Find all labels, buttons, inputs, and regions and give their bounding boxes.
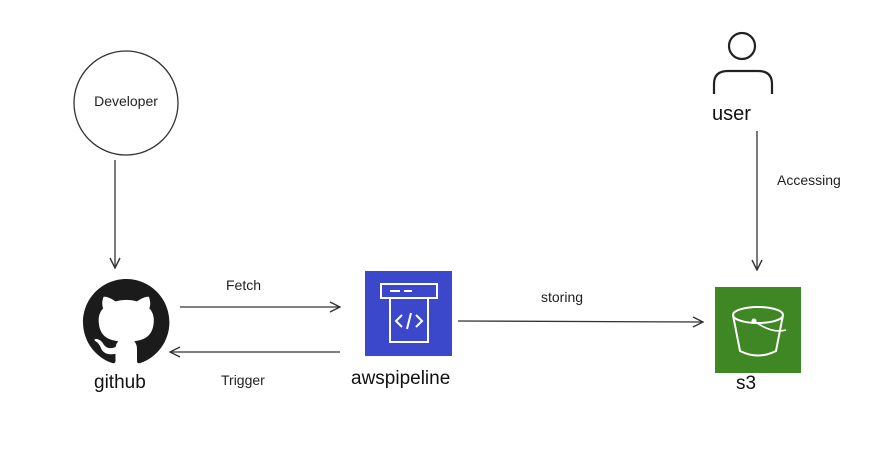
edge-storing xyxy=(457,321,703,322)
edge-label-accessing: Accessing xyxy=(777,172,841,188)
edge-label-storing: storing xyxy=(541,289,584,305)
user-icon xyxy=(712,31,774,94)
user-label: user xyxy=(712,103,751,125)
developer-node xyxy=(73,50,179,156)
edge-label-trigger: Trigger xyxy=(221,372,265,388)
aws-codepipeline-icon xyxy=(365,271,452,356)
s3-label: s3 xyxy=(736,373,757,394)
github-icon xyxy=(83,279,170,364)
awspipeline-label: awspipeline xyxy=(351,368,451,389)
edge-label-fetch: Fetch xyxy=(226,277,262,293)
github-label: github xyxy=(94,372,146,393)
s3-bucket-icon xyxy=(715,287,801,373)
developer-label: Developer xyxy=(94,93,158,109)
s3-icon-background xyxy=(715,287,801,373)
